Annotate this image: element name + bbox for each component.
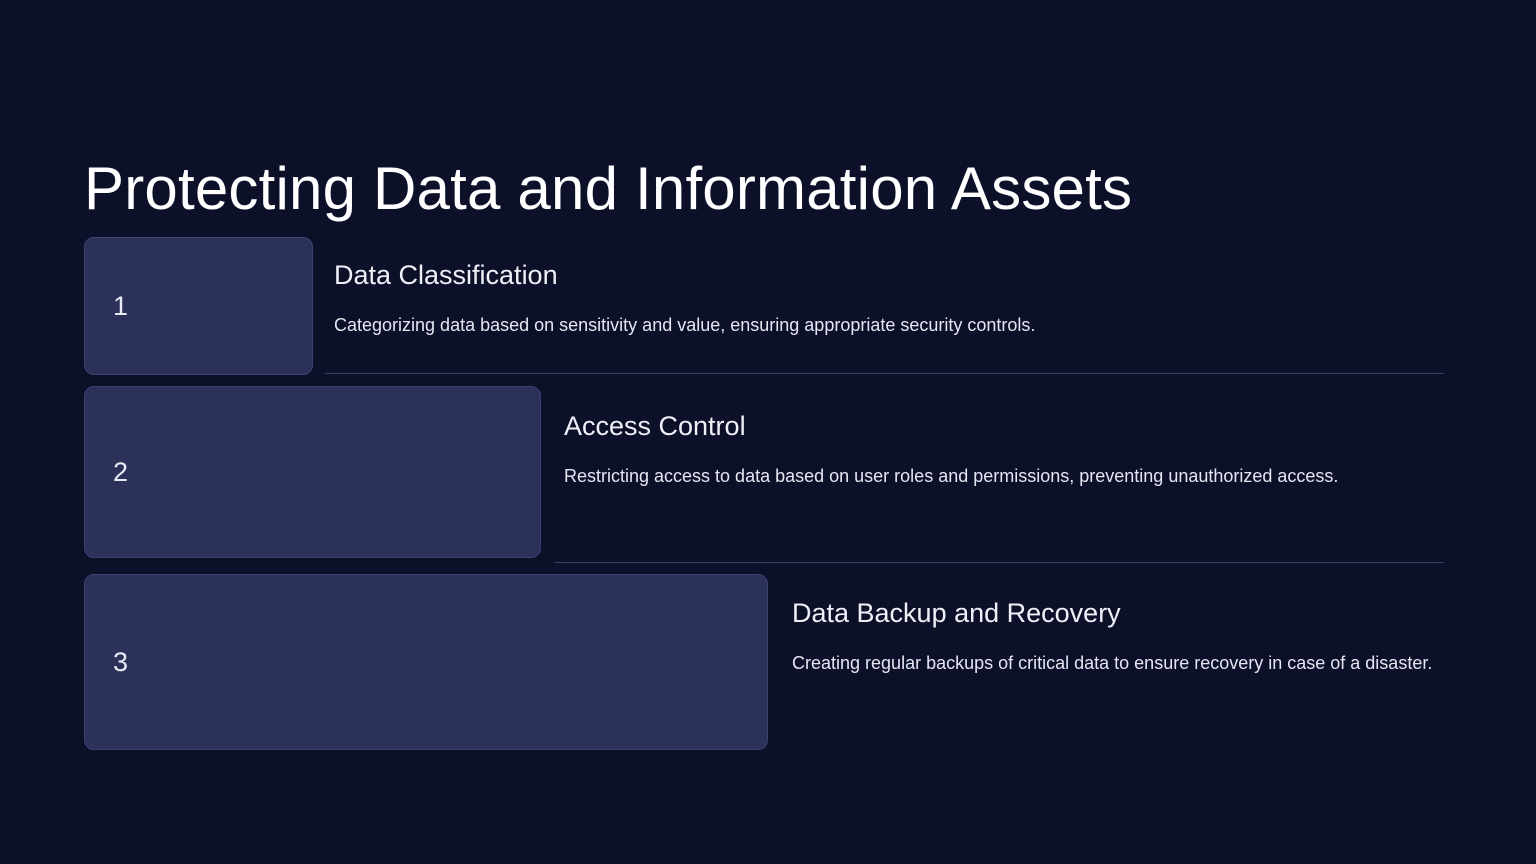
step-number-1: 1 bbox=[113, 290, 129, 321]
step-number-2: 2 bbox=[113, 456, 129, 487]
step-heading-2: Access Control bbox=[564, 411, 746, 441]
step-description-3: Creating regular backups of critical dat… bbox=[792, 653, 1433, 673]
step-content-1: Data Classification Categorizing data ba… bbox=[334, 258, 1444, 345]
step-description-1: Categorizing data based on sensitivity a… bbox=[334, 315, 1036, 335]
step-heading-1: Data Classification bbox=[334, 260, 558, 290]
step-description-2: Restricting access to data based on user… bbox=[564, 466, 1339, 486]
step-card-2[interactable]: 2 bbox=[84, 386, 541, 558]
step-card-3[interactable]: 3 bbox=[84, 574, 768, 750]
step-content-3: Data Backup and Recovery Creating regula… bbox=[792, 596, 1444, 683]
step-heading-3: Data Backup and Recovery bbox=[792, 598, 1121, 628]
step-content-2: Access Control Restricting access to dat… bbox=[564, 409, 1444, 496]
page-title: Protecting Data and Information Assets bbox=[84, 155, 1133, 223]
row-divider-1 bbox=[325, 373, 1444, 374]
row-divider-2 bbox=[555, 562, 1444, 563]
step-number-3: 3 bbox=[113, 646, 129, 677]
step-card-1[interactable]: 1 bbox=[84, 237, 313, 375]
